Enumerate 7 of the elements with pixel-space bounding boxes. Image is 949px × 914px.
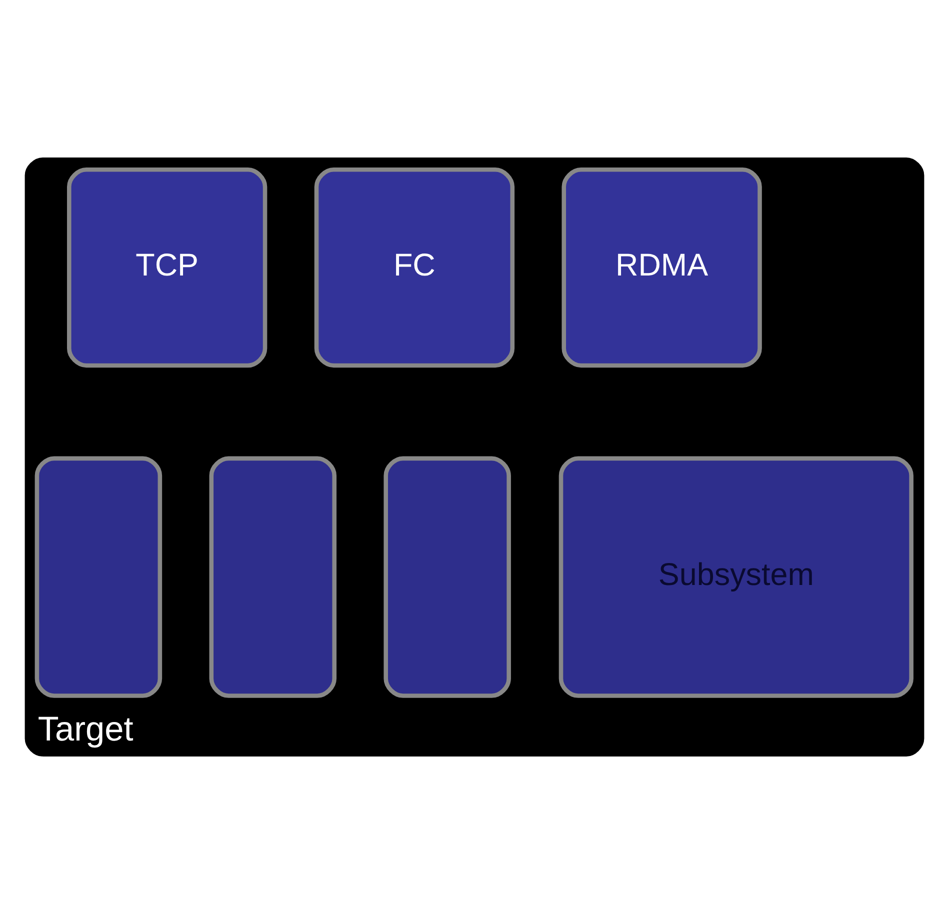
node-box <box>384 456 511 698</box>
node-box: TCP <box>67 167 268 368</box>
node-box <box>34 456 162 698</box>
node-box: RDMA <box>562 167 762 368</box>
node-box: FC <box>314 167 515 368</box>
node-box <box>209 456 337 698</box>
node-box: Subsystem <box>558 456 914 698</box>
